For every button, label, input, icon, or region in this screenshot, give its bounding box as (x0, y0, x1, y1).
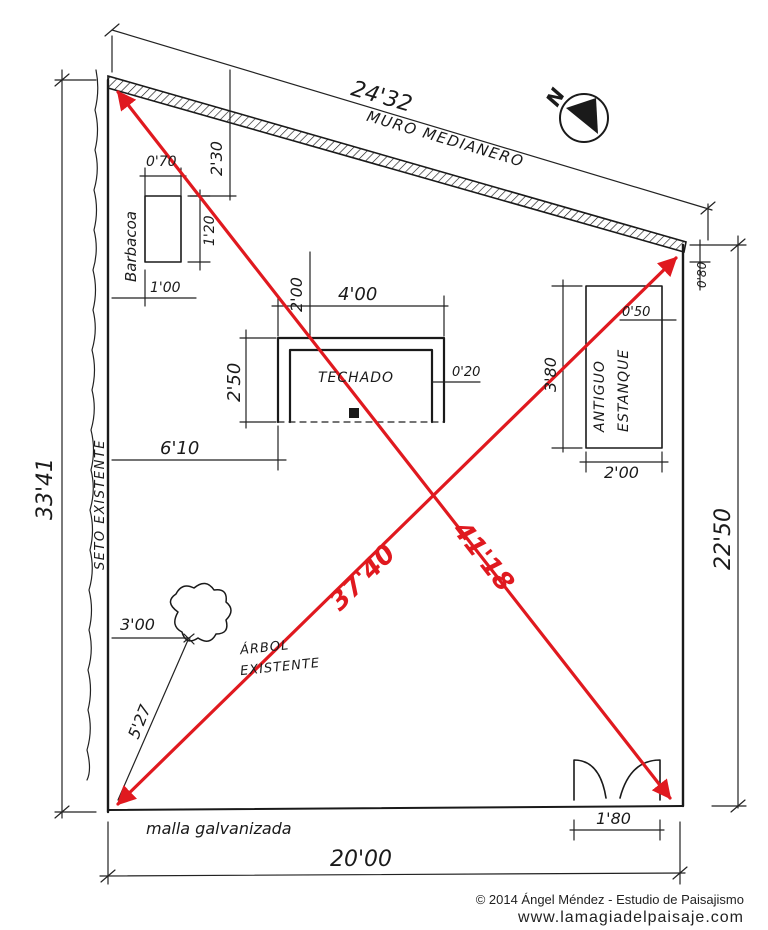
north-arrow-icon: N (541, 84, 609, 143)
old-pond (551, 279, 677, 473)
tree-label-2: EXISTENTE (239, 656, 320, 679)
pond-label-1: ANTIGUO (592, 360, 608, 433)
diagonal-41-18 (116, 90, 672, 800)
hedge-line (86, 69, 99, 781)
north-label: N (541, 84, 570, 111)
diagonal-37-40 (116, 256, 678, 806)
diagonal-measurements (116, 90, 678, 806)
dim-left-total: 33'41 (33, 458, 58, 520)
diagonal-label-41-18: 41'18 (446, 515, 520, 598)
dim-barb-top: 2'30 (207, 141, 226, 176)
dim-tree-y: 5'27 (124, 701, 155, 741)
website-url[interactable]: www.lamagiadelpaisaje.com (518, 909, 744, 926)
outer-dimensions (54, 23, 747, 885)
dim-roof-top: 2'00 (287, 277, 306, 312)
copyright-credit: © 2014 Ángel Méndez - Estudio de Paisaji… (475, 892, 744, 907)
dim-right: 22'50 (711, 508, 736, 570)
dim-tree-x: 3'00 (120, 615, 155, 634)
dim-barb-left: 1'00 (150, 280, 181, 296)
dim-roof-left: 6'10 (160, 438, 199, 459)
mesh-label: malla galvanizada (146, 819, 292, 838)
dim-roof-h: 2'50 (224, 363, 245, 402)
pond-label-2: ESTANQUE (616, 349, 632, 432)
dim-bottom: 20'00 (330, 847, 392, 872)
dim-pond-w: 2'00 (604, 463, 639, 482)
dim-pond-h: 3'80 (541, 357, 560, 392)
dim-barb-h: 1'20 (202, 215, 218, 246)
roof-label: TECHADO (318, 370, 394, 386)
dim-barb-w: 0'70 (146, 154, 177, 170)
tree-label-1: ÁRBOL (238, 637, 290, 658)
barbecue-label: Barbacoa (122, 211, 140, 282)
dim-roof-wall: 0'20 (452, 365, 480, 380)
diagonal-label-37-40: 37'40 (324, 539, 402, 617)
dim-roof-w: 4'00 (338, 284, 377, 305)
dim-pond-top: 0'50 (622, 305, 650, 320)
dim-right-small: 0'80 (695, 261, 709, 288)
hedge-label: SETO EXISTENTE (93, 439, 108, 570)
dim-gate: 1'80 (596, 809, 631, 828)
